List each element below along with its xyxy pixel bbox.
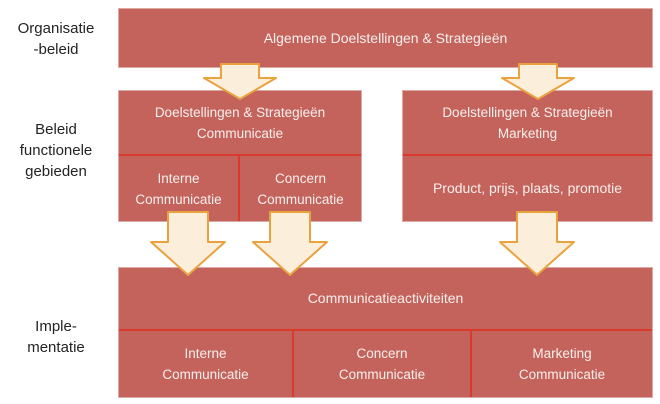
- box-doelstellingen-communicatie: Doelstellingen & Strategieën Communicati…: [118, 90, 362, 222]
- cell-marketing-communicatie-implementatie: Marketing Communicatie: [470, 331, 652, 397]
- row-label-beleid-functionele-gebieden: Beleid functionele gebieden: [19, 121, 93, 180]
- down-arrow-icon: [150, 211, 226, 276]
- down-arrow-icon: [499, 211, 575, 276]
- arrow-marketing-to-activiteiten: [498, 211, 576, 277]
- arrow-concern-to-activiteiten: [251, 211, 329, 277]
- box-algemene-doelstellingen: Algemene Doelstellingen & Strategieën: [118, 8, 653, 68]
- row-label-implementatie: Imple- mentatie: [27, 318, 85, 356]
- box-communicatieactiviteiten-title: Communicatieactiviteiten: [307, 290, 464, 306]
- down-arrow-icon: [203, 63, 277, 100]
- box-communicatieactiviteiten: Communicatieactiviteiten Interne Communi…: [118, 267, 653, 398]
- arrow-top-to-marketing: [500, 63, 576, 101]
- activiteiten-cells: Interne Communicatie Concern Communicati…: [119, 329, 652, 397]
- down-arrow-icon: [252, 211, 328, 276]
- box-doelstellingen-communicatie-title: Doelstellingen & Strategieën Communicati…: [154, 104, 326, 141]
- arrow-interne-to-activiteiten: [149, 211, 227, 277]
- communicatie-cells: Interne Communicatie Concern Communicati…: [119, 154, 361, 221]
- cell-product-prijs-plaats-promotie: Product, prijs, plaats, promotie: [432, 180, 623, 196]
- arrow-top-to-communicatie: [202, 63, 278, 101]
- box-doelstellingen-marketing-title: Doelstellingen & Strategieën Marketing: [442, 104, 613, 141]
- cell-concern-communicatie-implementatie: Concern Communicatie: [292, 331, 470, 397]
- box-doelstellingen-marketing: Doelstellingen & Strategieën Marketing P…: [402, 90, 653, 222]
- box-algemene-doelstellingen-title: Algemene Doelstellingen & Strategieën: [263, 29, 508, 46]
- cell-interne-communicatie: Interne Communicatie: [135, 170, 222, 207]
- marketing-cells: Product, prijs, plaats, promotie: [403, 154, 652, 221]
- cell-interne-communicatie-implementatie: Interne Communicatie: [162, 346, 249, 382]
- down-arrow-icon: [501, 63, 575, 100]
- row-label-organisatie-beleid: Organisatie -beleid: [17, 20, 95, 58]
- cell-concern-communicatie: Concern Communicatie: [238, 156, 361, 221]
